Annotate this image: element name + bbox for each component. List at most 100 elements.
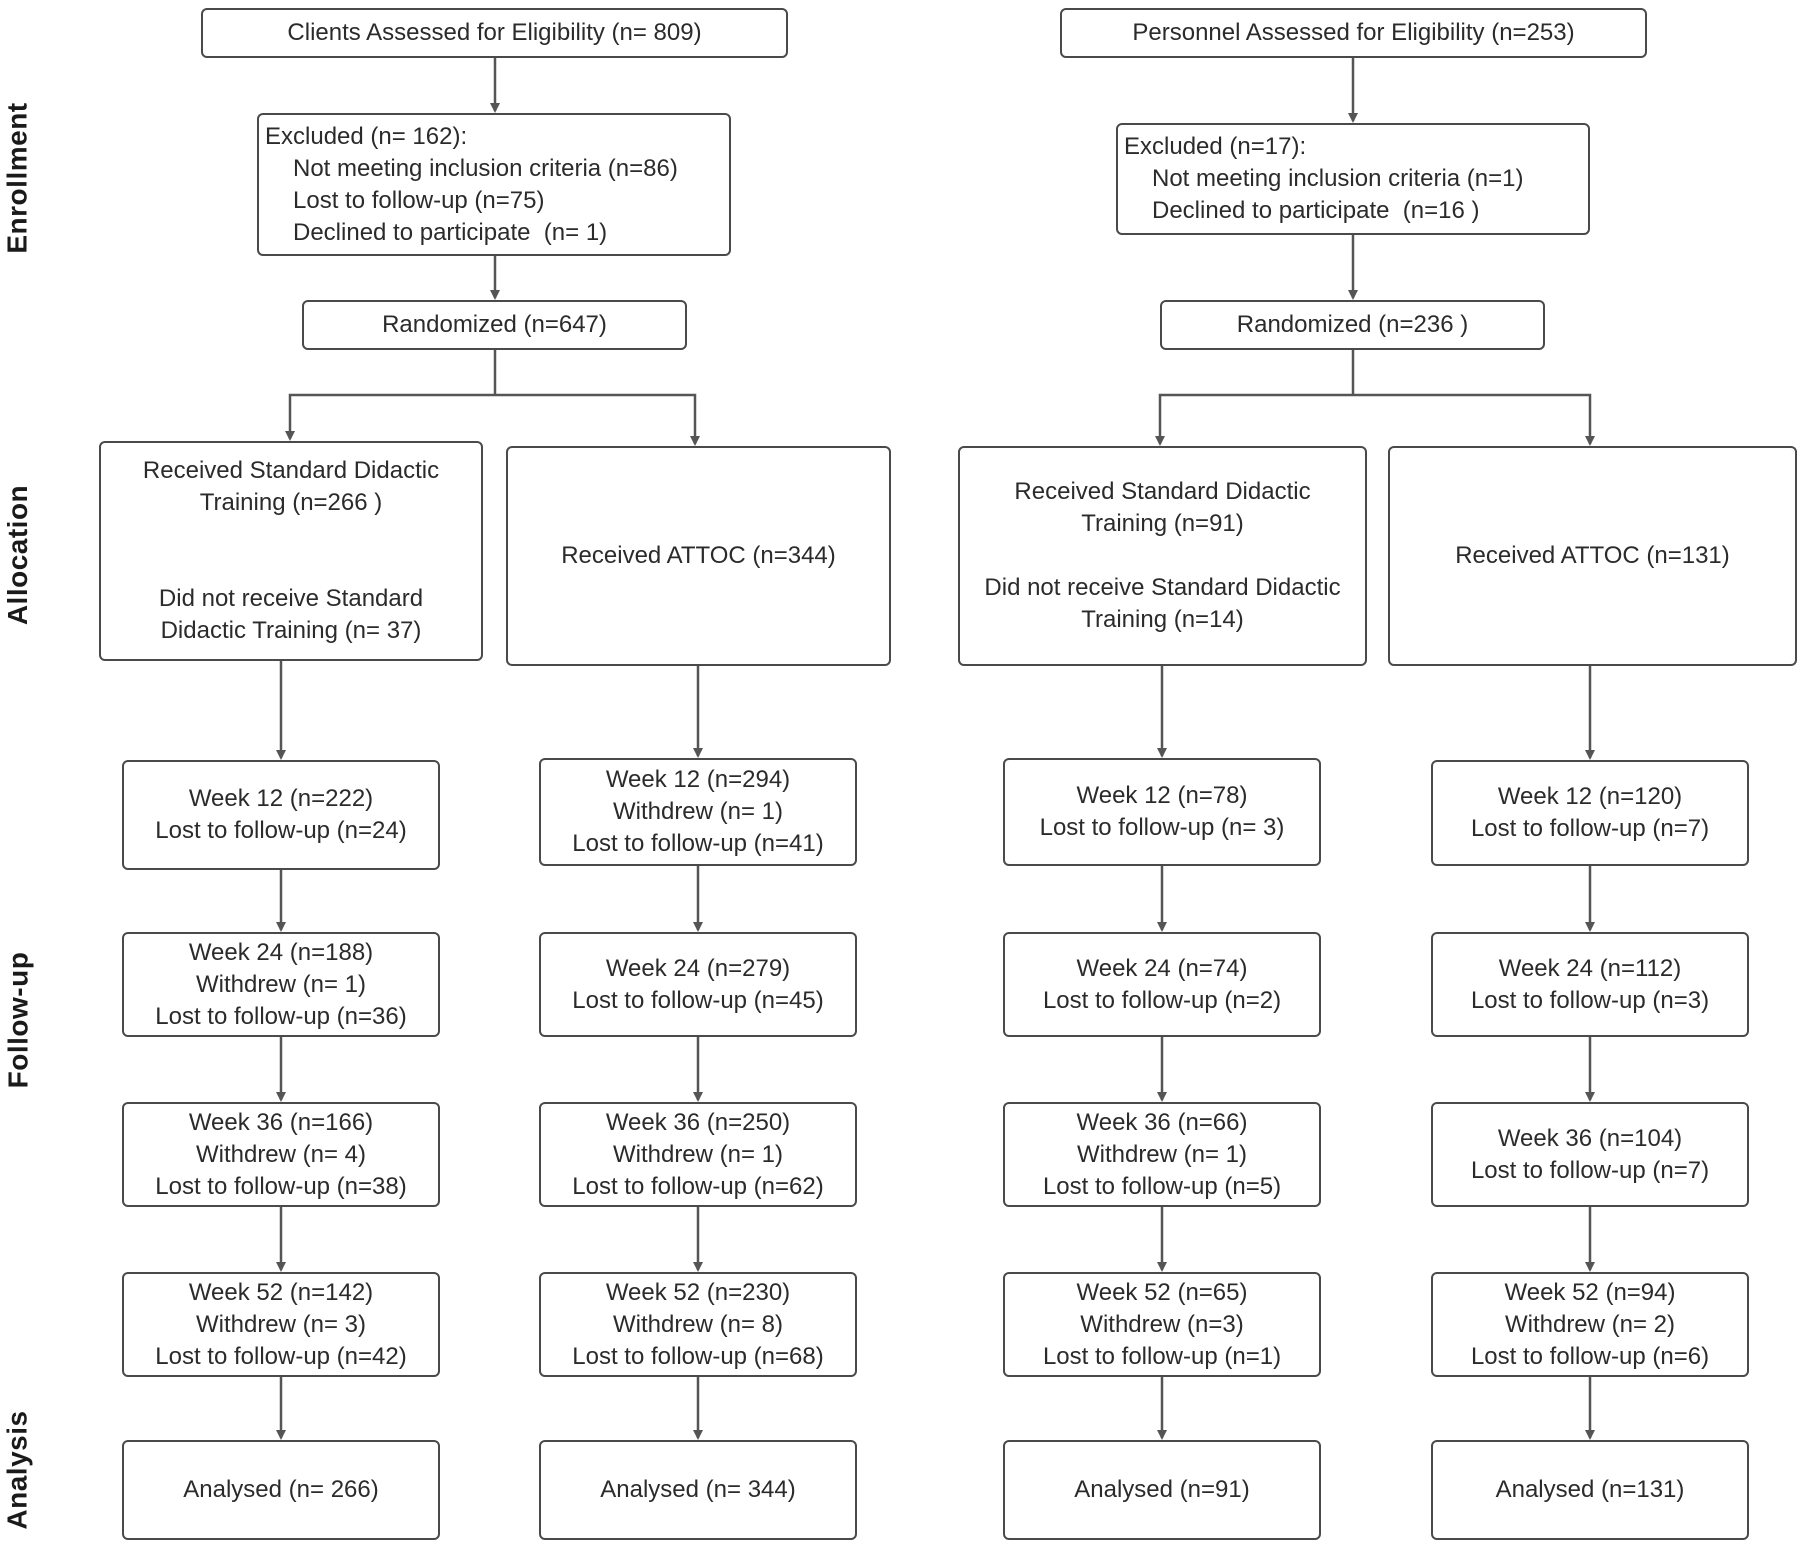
clients-standard-week36-box: Week 36 (n=166) Withdrew (n= 4) Lost to … xyxy=(122,1102,440,1207)
personnel-attoc-allocation-box: Received ATTOC (n=131) xyxy=(1388,446,1797,666)
followup-text: Week 52 (n=65) xyxy=(1076,1278,1248,1306)
personnel-excluded-item: Declined to participate (n=16 ) xyxy=(1152,197,1480,224)
followup-text: Week 52 (n=142) xyxy=(188,1278,374,1306)
followup-text: Withdrew (n= 1) xyxy=(612,798,784,825)
followup-text: Withdrew (n= 8) xyxy=(612,1310,784,1338)
followup-text: Lost to follow-up (n=36) xyxy=(155,1002,407,1030)
personnel-excluded-item: Not meeting inclusion criteria (n=1) xyxy=(1152,165,1524,192)
clients-attoc-week36-box: Week 36 (n=250) Withdrew (n= 1) Lost to … xyxy=(539,1102,857,1207)
personnel-attoc-week24-box: Week 24 (n=112) Lost to follow-up (n=3) xyxy=(1431,932,1749,1037)
clients-attoc-week52-box: Week 52 (n=230) Withdrew (n= 8) Lost to … xyxy=(539,1272,857,1377)
personnel-standard-allocation-box: Received Standard Didactic Training (n=9… xyxy=(958,446,1367,666)
clients-excluded-item: Lost to follow-up (n=75) xyxy=(293,186,545,214)
followup-text: Lost to follow-up (n=7) xyxy=(1470,1156,1710,1184)
connector-arrow xyxy=(285,393,495,441)
phase-label-allocation: Allocation xyxy=(2,484,33,626)
followup-text: Week 36 (n=104) xyxy=(1497,1124,1683,1152)
clients-standard-week12-box: Week 12 (n=222) Lost to follow-up (n=24) xyxy=(122,760,440,870)
personnel-excluded-title: Excluded (n=17): xyxy=(1124,133,1307,160)
personnel-assessed-box: Personnel Assessed for Eligibility (n=25… xyxy=(1060,8,1647,58)
personnel-attoc-week52-box: Week 52 (n=94) Withdrew (n= 2) Lost to f… xyxy=(1431,1272,1749,1377)
clients-excluded-item: Declined to participate (n= 1) xyxy=(293,218,608,246)
clients-attoc-analysed-box: Analysed (n= 344) xyxy=(539,1440,857,1540)
followup-text: Week 52 (n=94) xyxy=(1504,1278,1676,1306)
personnel-attoc-week12-box: Week 12 (n=120) Lost to follow-up (n=7) xyxy=(1431,760,1749,866)
phase-label-followup: Follow-up xyxy=(2,951,33,1089)
followup-text: Week 12 (n=294) xyxy=(605,766,791,793)
followup-text: Lost to follow-up (n=6) xyxy=(1470,1342,1710,1370)
personnel-standard-week24-box: Week 24 (n=74) Lost to follow-up (n=2) xyxy=(1003,932,1321,1037)
followup-text: Withdrew (n= 3) xyxy=(195,1310,367,1338)
allocation-text: Did not receive Standard Didactic xyxy=(984,574,1341,601)
clients-standard-allocation-box: Received Standard Didactic Training (n=2… xyxy=(99,441,483,661)
followup-text: Withdrew (n= 1) xyxy=(612,1140,784,1168)
followup-text: Lost to follow-up (n=5) xyxy=(1042,1172,1282,1200)
followup-text: Withdrew (n= 2) xyxy=(1504,1310,1676,1338)
clients-excluded-item: Not meeting inclusion criteria (n=86) xyxy=(293,154,678,182)
clients-randomized-text: Randomized (n=647) xyxy=(382,311,607,338)
followup-text: Withdrew (n=3) xyxy=(1080,1310,1244,1338)
followup-text: Lost to follow-up (n=42) xyxy=(155,1342,407,1370)
connector-arrow xyxy=(495,393,700,446)
clients-attoc-week12-box: Week 12 (n=294) Withdrew (n= 1) Lost to … xyxy=(539,758,857,866)
analysed-text: Analysed (n=91) xyxy=(1074,1476,1250,1503)
personnel-attoc-week36-box: Week 36 (n=104) Lost to follow-up (n=7) xyxy=(1431,1102,1749,1207)
allocation-text: Training (n=14) xyxy=(1081,606,1244,633)
personnel-standard-week12-box: Week 12 (n=78) Lost to follow-up (n= 3) xyxy=(1003,758,1321,866)
followup-text: Lost to follow-up (n=45) xyxy=(572,986,824,1014)
personnel-assessed-text: Personnel Assessed for Eligibility (n=25… xyxy=(1132,19,1575,46)
personnel-standard-week52-box: Week 52 (n=65) Withdrew (n=3) Lost to fo… xyxy=(1003,1272,1321,1377)
clients-standard-analysed-box: Analysed (n= 266) xyxy=(122,1440,440,1540)
allocation-text: Didactic Training (n= 37) xyxy=(160,617,422,644)
phase-label-analysis: Analysis xyxy=(2,1410,34,1530)
followup-text: Lost to follow-up (n= 3) xyxy=(1039,814,1285,841)
clients-attoc-week24-box: Week 24 (n=279) Lost to follow-up (n=45) xyxy=(539,932,857,1037)
personnel-standard-analysed-box: Analysed (n=91) xyxy=(1003,1440,1321,1540)
personnel-standard-week36-box: Week 36 (n=66) Withdrew (n= 1) Lost to f… xyxy=(1003,1102,1321,1207)
clients-assessed-box: Clients Assessed for Eligibility (n= 809… xyxy=(201,8,788,58)
followup-text: Lost to follow-up (n=2) xyxy=(1042,986,1282,1014)
personnel-attoc-analysed-box: Analysed (n=131) xyxy=(1431,1440,1749,1540)
personnel-randomized-box: Randomized (n=236 ) xyxy=(1160,300,1545,350)
allocation-text: Received Standard Didactic xyxy=(1014,478,1311,505)
allocation-text: Training (n=91) xyxy=(1081,510,1244,537)
followup-text: Week 52 (n=230) xyxy=(605,1278,791,1306)
followup-text: Week 24 (n=112) xyxy=(1498,954,1682,982)
clients-assessed-text: Clients Assessed for Eligibility (n= 809… xyxy=(287,19,702,46)
followup-text: Lost to follow-up (n=38) xyxy=(155,1172,407,1200)
followup-text: Week 24 (n=279) xyxy=(605,954,791,982)
followup-text: Lost to follow-up (n=3) xyxy=(1470,986,1710,1014)
clients-standard-week24-box: Week 24 (n=188) Withdrew (n= 1) Lost to … xyxy=(122,932,440,1037)
clients-excluded-title: Excluded (n= 162): xyxy=(265,122,468,150)
followup-text: Lost to follow-up (n=7) xyxy=(1470,815,1710,842)
allocation-text: Received Standard Didactic xyxy=(142,457,440,484)
followup-text: Week 36 (n=66) xyxy=(1076,1108,1248,1136)
allocation-text: Training (n=266 ) xyxy=(199,489,383,516)
followup-text: Withdrew (n= 1) xyxy=(1076,1140,1248,1168)
personnel-excluded-box: Excluded (n=17): Not meeting inclusion c… xyxy=(1116,123,1590,235)
followup-text: Week 12 (n=120) xyxy=(1497,783,1683,810)
followup-text: Lost to follow-up (n=62) xyxy=(572,1172,824,1200)
followup-text: Week 24 (n=74) xyxy=(1076,954,1248,982)
followup-text: Withdrew (n= 1) xyxy=(195,970,367,998)
allocation-text: Received ATTOC (n=131) xyxy=(1455,542,1730,569)
followup-text: Week 24 (n=188) xyxy=(188,938,374,966)
followup-text: Week 36 (n=250) xyxy=(605,1108,791,1136)
analysed-text: Analysed (n= 344) xyxy=(600,1476,796,1503)
allocation-text: Did not receive Standard xyxy=(158,585,424,612)
followup-text: Withdrew (n= 4) xyxy=(195,1140,367,1168)
personnel-randomized-text: Randomized (n=236 ) xyxy=(1236,311,1469,338)
analysed-text: Analysed (n= 266) xyxy=(183,1476,379,1503)
clients-randomized-box: Randomized (n=647) xyxy=(302,300,687,350)
followup-text: Week 12 (n=222) xyxy=(188,785,374,812)
phase-label-enrollment: Enrollment xyxy=(2,101,34,254)
analysed-text: Analysed (n=131) xyxy=(1495,1476,1685,1503)
connector-arrow xyxy=(1353,393,1595,446)
followup-text: Week 12 (n=78) xyxy=(1076,782,1248,809)
clients-attoc-allocation-box: Received ATTOC (n=344) xyxy=(506,446,891,666)
followup-text: Lost to follow-up (n=24) xyxy=(155,817,407,844)
clients-standard-week52-box: Week 52 (n=142) Withdrew (n= 3) Lost to … xyxy=(122,1272,440,1377)
clients-excluded-box: Excluded (n= 162): Not meeting inclusion… xyxy=(257,113,731,256)
